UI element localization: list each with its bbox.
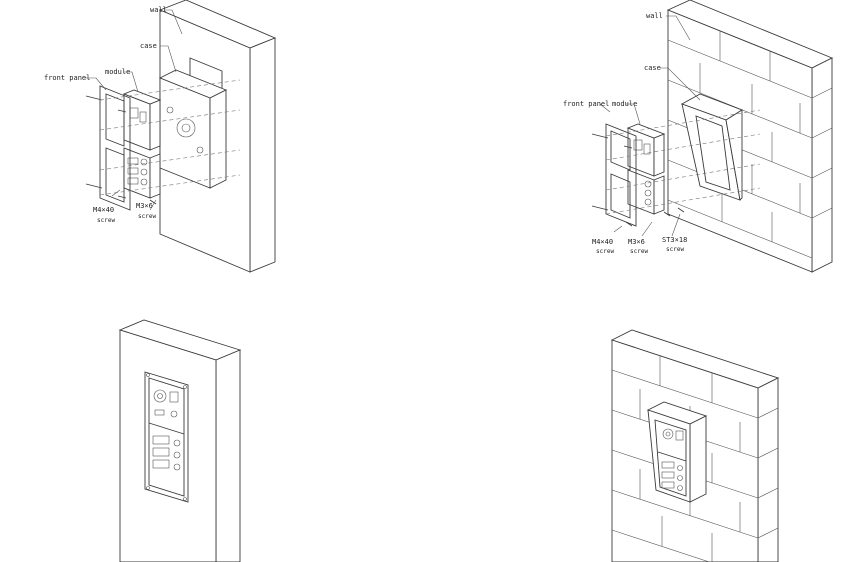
surface-guide-lines xyxy=(605,109,761,215)
flush-label-case: case xyxy=(140,42,157,50)
surface-label-wall: wall xyxy=(646,12,663,20)
flush-mount-exploded-view: wall case module front panel M4×40 screw… xyxy=(44,0,277,273)
surface-label-screw-m4x40-sub: screw xyxy=(596,248,614,255)
surface-front-panel xyxy=(605,123,637,227)
surface-label-screw-st3x18: ST3×18 xyxy=(662,236,687,244)
flush-label-front-panel: front panel xyxy=(44,74,90,82)
flush-mount-result-view xyxy=(118,319,242,562)
flush-guide-lines xyxy=(99,79,241,196)
surface-leaders xyxy=(599,15,701,237)
flush-label-screw-m4x40-sub: screw xyxy=(97,217,115,224)
flush-label-screw-m4x40: M4×40 xyxy=(93,206,114,214)
surface-mount-exploded-view: wall case module front panel M4×40 screw… xyxy=(563,0,834,273)
surface-label-screw-m4x40: M4×40 xyxy=(592,238,613,246)
surface-label-screw-st3x18-sub: screw xyxy=(666,246,684,253)
flush-leaders xyxy=(84,9,183,211)
surface-label-case: case xyxy=(644,64,661,72)
surface-label-screw-m3x6: M3×6 xyxy=(628,238,645,246)
flush-installed-panel xyxy=(144,371,189,503)
surface-case xyxy=(680,93,744,201)
surface-module xyxy=(626,123,666,215)
surface-label-module: module xyxy=(612,100,637,108)
surface-label-screw-m3x6-sub: screw xyxy=(630,248,648,255)
flush-screws xyxy=(85,95,157,205)
flush-module xyxy=(122,89,162,199)
flush-case xyxy=(158,69,228,189)
flush-label-screw-m3x6: M3×6 xyxy=(136,202,153,210)
flush-label-module: module xyxy=(105,68,130,76)
surface-screws xyxy=(591,133,685,227)
surface-mount-result-view xyxy=(610,329,780,562)
flush-front-panel xyxy=(99,85,131,211)
flush-label-wall: wall xyxy=(150,6,167,14)
surface-installed-panel xyxy=(646,401,708,503)
surface-label-front-panel: front panel xyxy=(563,100,609,108)
flush-label-screw-m3x6-sub: screw xyxy=(138,213,156,220)
